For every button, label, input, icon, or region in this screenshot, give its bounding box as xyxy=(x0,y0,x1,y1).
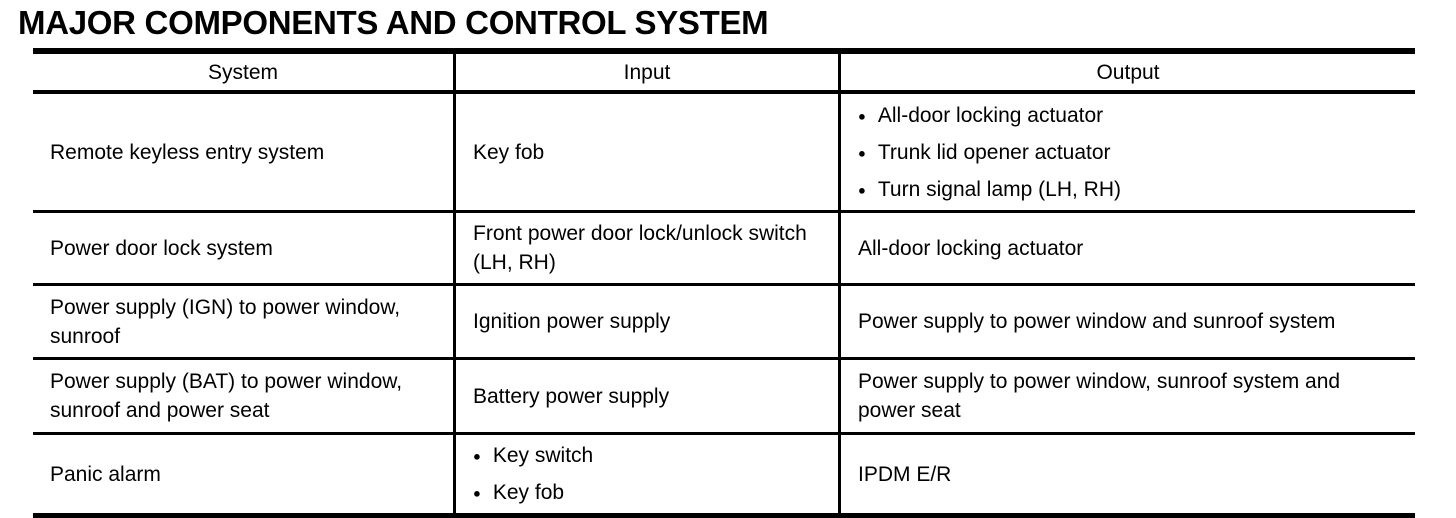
cell-input: Front power door lock/unlock switch (LH,… xyxy=(453,213,838,283)
column-header-output: Output xyxy=(838,54,1415,90)
cell-output: ● All-door locking actuator ● Trunk lid ope… xyxy=(838,94,1415,210)
cell-text: Remote keyless entry system xyxy=(50,140,325,164)
cell-text: IPDM E/R xyxy=(858,462,952,486)
table-row: Power supply (IGN) to power window, sunr… xyxy=(33,283,1415,357)
bullet-icon: ● xyxy=(858,145,866,160)
document-page: MAJOR COMPONENTS AND CONTROL SYSTEM Syst… xyxy=(0,6,1456,518)
cell-input: Ignition power supply xyxy=(453,286,838,357)
bullet-item-text: Key switch xyxy=(492,444,594,467)
cell-text: Power supply (BAT) to power window, sunr… xyxy=(50,370,403,422)
table-row: Panic alarm ● Key switch ● Key fob IPDM E/R xyxy=(33,432,1415,513)
page-title: MAJOR COMPONENTS AND CONTROL SYSTEM xyxy=(18,4,769,41)
bullet-icon: ● xyxy=(473,485,481,501)
cell-text: Power door lock system xyxy=(50,236,273,260)
bullet-item: ● Turn signal lamp (LH, RH) xyxy=(858,175,1395,204)
cell-input: Battery power supply xyxy=(453,360,838,432)
table-row: Power door lock system Front power door l… xyxy=(33,210,1415,283)
cell-text: Panic alarm xyxy=(50,462,161,486)
bullet-item-text: Trunk lid opener actuator xyxy=(877,140,1111,164)
cell-output: Power supply to power window and sunroof… xyxy=(838,286,1415,357)
bullet-item: ● All-door locking actuator xyxy=(858,101,1395,130)
bullet-icon: ● xyxy=(473,448,481,464)
column-header-system: System xyxy=(207,60,278,84)
components-table: System Input Output Remote keyless entry… xyxy=(33,48,1415,518)
bullet-item-text: Turn signal lamp (LH, RH) xyxy=(877,177,1121,201)
cell-text: All-door locking actuator xyxy=(858,236,1084,260)
table-row: Remote keyless entry system Key fob ● All-d… xyxy=(33,94,1415,210)
cell-output: IPDM E/R xyxy=(838,435,1415,513)
bullet-item: ● Key switch xyxy=(473,441,818,470)
bullet-item-text: All-door locking actuator xyxy=(877,103,1104,127)
bullet-icon: ● xyxy=(858,108,866,123)
cell-output: All-door locking actuator xyxy=(838,213,1415,283)
bullet-icon: ● xyxy=(858,182,866,197)
table-row: Power supply (BAT) to power window, sunr… xyxy=(33,357,1415,432)
cell-system: Power door lock system xyxy=(33,213,453,283)
cell-system: Power supply (IGN) to power window, sunr… xyxy=(33,286,453,357)
bullet-item: ● Trunk lid opener actuator xyxy=(858,138,1395,167)
cell-text: Battery power supply xyxy=(473,384,670,408)
cell-system: Panic alarm xyxy=(33,435,453,513)
cell-output: Power supply to power window, sunroof sy… xyxy=(838,360,1415,432)
cell-text: Key fob xyxy=(473,140,545,164)
cell-input: ● Key switch ● Key fob xyxy=(453,435,838,513)
column-header-input: Input xyxy=(453,54,838,90)
cell-text: Power supply to power window and sunroof… xyxy=(858,310,1336,333)
bullet-item: ● Key fob xyxy=(473,478,818,507)
cell-text: Front power door lock/unlock switch (LH,… xyxy=(473,222,807,274)
table-header-row: System Input Output xyxy=(33,54,1415,94)
cell-system: Remote keyless entry system xyxy=(33,94,453,210)
cell-system: Power supply (BAT) to power window, sunr… xyxy=(33,360,453,432)
cell-text: Power supply (IGN) to power window, sunr… xyxy=(50,295,401,348)
cell-input: Key fob xyxy=(453,94,838,210)
cell-text: Power supply to power window, sunroof sy… xyxy=(858,370,1341,422)
bullet-item-text: Key fob xyxy=(492,481,565,504)
cell-text: Ignition power supply xyxy=(473,310,671,333)
